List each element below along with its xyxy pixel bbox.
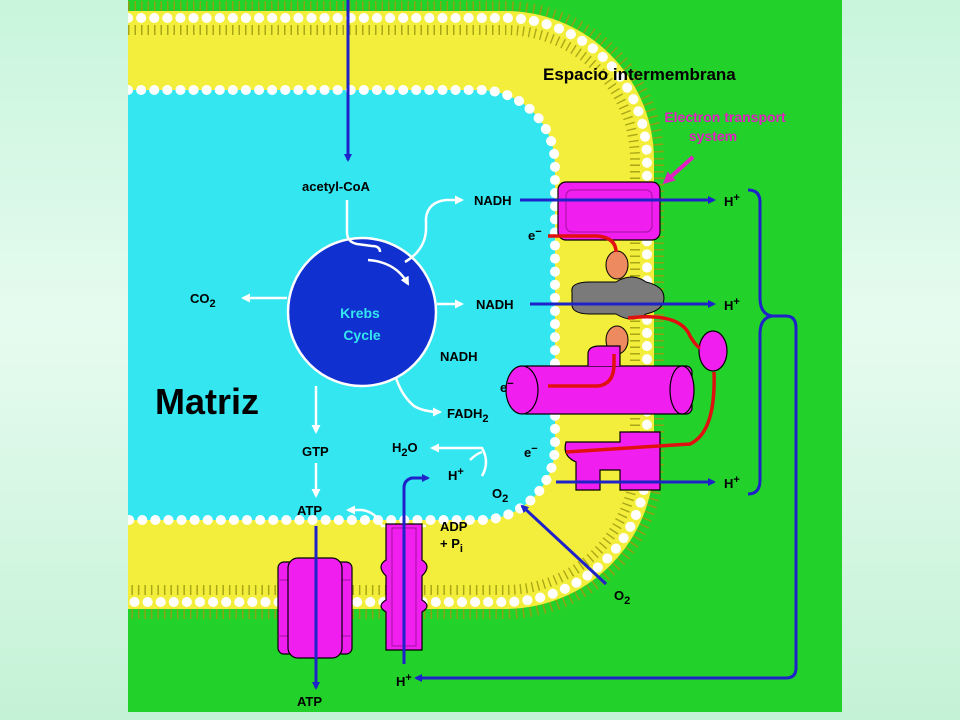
ets-label-line2: system	[689, 128, 737, 144]
lipid-heads-inner	[128, 85, 560, 525]
electron-path-2	[627, 315, 701, 350]
pi-label: + Pi	[440, 536, 463, 555]
co2-label: CO2	[190, 291, 216, 310]
adp-to-atp	[346, 505, 426, 528]
matrix-label: Matriz	[155, 381, 259, 422]
h-to-water-branch	[469, 450, 483, 461]
e-minus-label-2: e−	[500, 378, 514, 395]
cytochrome-c	[698, 330, 728, 372]
h-plus-pumped-label-1: H+	[724, 192, 740, 209]
electron-path-1	[548, 234, 618, 253]
h-plus-pumped-label-2: H+	[724, 296, 740, 313]
gtp-label: GTP	[302, 444, 329, 459]
intermembrane-space-label: Espacio intermembrana	[543, 65, 736, 84]
ubiquinone-1	[605, 250, 629, 280]
krebs-to-fadh2	[394, 377, 442, 417]
e-minus-label-1: e−	[528, 226, 542, 243]
e-minus-label-3: e−	[524, 443, 538, 460]
h2o-label: H2O	[392, 440, 418, 459]
krebs-cycle-arrow	[367, 258, 410, 286]
krebs-pathways	[241, 195, 488, 528]
complex-ii	[505, 345, 695, 415]
proton-into-matrix-arrow	[402, 474, 430, 664]
h-plus-matrix-label: H+	[448, 466, 464, 483]
complex-i	[557, 181, 661, 241]
ets-pointer-arrow	[662, 155, 695, 184]
electron-flow	[548, 234, 716, 454]
krebs-label-line1: Krebs	[340, 305, 380, 321]
electron-path-4	[565, 371, 716, 454]
h-plus-pumped-label-3: H+	[724, 474, 740, 491]
krebs-label-line2: Cycle	[343, 327, 381, 343]
atp-label-1: ATP	[297, 503, 322, 518]
nadh-label-3: NADH	[440, 349, 478, 364]
mitochondrion-diagram: Espacio intermembrana Electron transport…	[128, 0, 842, 712]
oxygen-entry-arrow	[520, 504, 608, 586]
fadh2-label: FADH2	[447, 406, 489, 425]
o2-to-h2o	[430, 443, 488, 477]
electron-path-3	[548, 354, 616, 388]
complex-iii	[571, 276, 665, 320]
atp-label-2: ATP	[297, 694, 322, 709]
krebs-to-nadh1	[404, 195, 464, 264]
ets-label-line1: Electron transport	[664, 109, 786, 125]
nadh-label-2: NADH	[476, 297, 514, 312]
acetyl-to-krebs	[345, 200, 382, 253]
o2-matrix-label: O2	[492, 486, 508, 505]
h-plus-bottom-label: H+	[396, 672, 412, 689]
adp-label: ADP	[440, 519, 468, 534]
krebs-cycle-circle	[286, 236, 438, 388]
proton-return-path	[414, 314, 798, 682]
nadh-label-1: NADH	[474, 193, 512, 208]
o2-outside-label: O2	[614, 588, 630, 607]
acetyl-coa-label: acetyl-CoA	[302, 179, 371, 194]
